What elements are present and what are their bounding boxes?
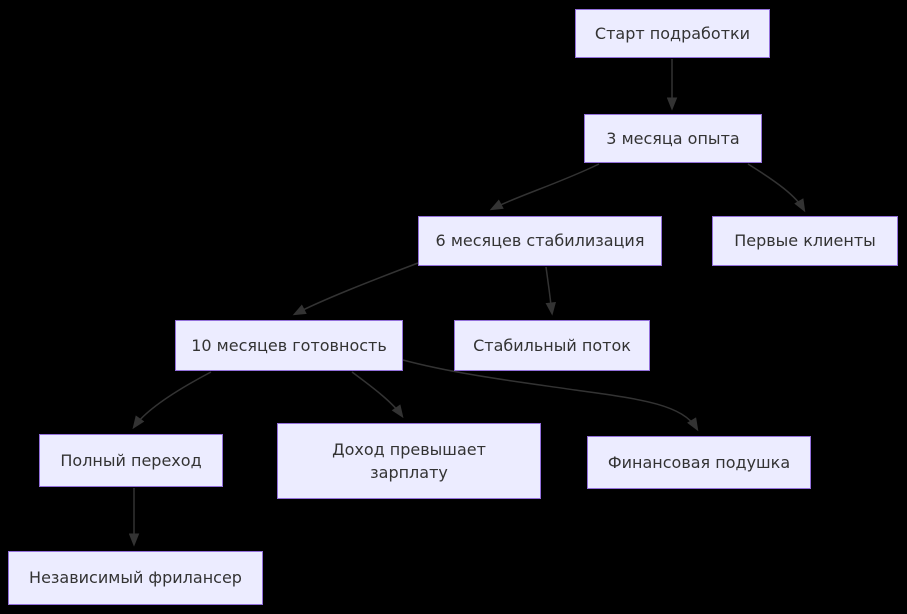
node-label: 10 месяцев готовность <box>191 335 387 355</box>
edge-3months-to-firstclients <box>747 163 806 213</box>
node-label: Финансовая подушка <box>607 452 791 472</box>
node-label: Первые клиенты <box>734 231 876 251</box>
node-first-clients: Первые клиенты <box>712 216 898 266</box>
node-financial-cushion: Финансовая подушка <box>587 436 811 489</box>
node-label: Полный переход <box>60 450 202 470</box>
node-10-months-readiness: 10 месяцев готовность <box>175 320 403 371</box>
node-6-months-stabilization: 6 месяцев стабилизация <box>418 216 662 266</box>
node-label: Независимый фрилансер <box>29 568 242 588</box>
edge-10months-to-cushion <box>402 359 699 432</box>
node-3-months-experience: 3 месяца опыта <box>584 114 762 163</box>
node-income-exceeds-salary: Доход превышает зарплату <box>277 423 541 499</box>
node-label: 6 месяцев стабилизация <box>435 231 645 251</box>
node-independent-freelancer: Независимый фрилансер <box>8 551 263 605</box>
edge-10months-to-income <box>351 371 404 419</box>
node-start-podrabotki: Старт подработки <box>575 9 770 58</box>
node-label: Стабильный поток <box>473 335 631 355</box>
node-label: Доход превышает зарплату <box>332 439 486 482</box>
node-label: 3 месяца опыта <box>606 128 740 148</box>
node-stable-flow: Стабильный поток <box>454 320 650 371</box>
node-full-transition: Полный переход <box>39 434 223 487</box>
edge-3months-to-6months <box>489 163 600 211</box>
edge-6months-to-10months <box>292 262 419 316</box>
edge-10months-to-fulltransition <box>132 371 212 430</box>
node-label: Старт подработки <box>594 23 751 43</box>
edge-6months-to-stableflow <box>545 266 556 316</box>
